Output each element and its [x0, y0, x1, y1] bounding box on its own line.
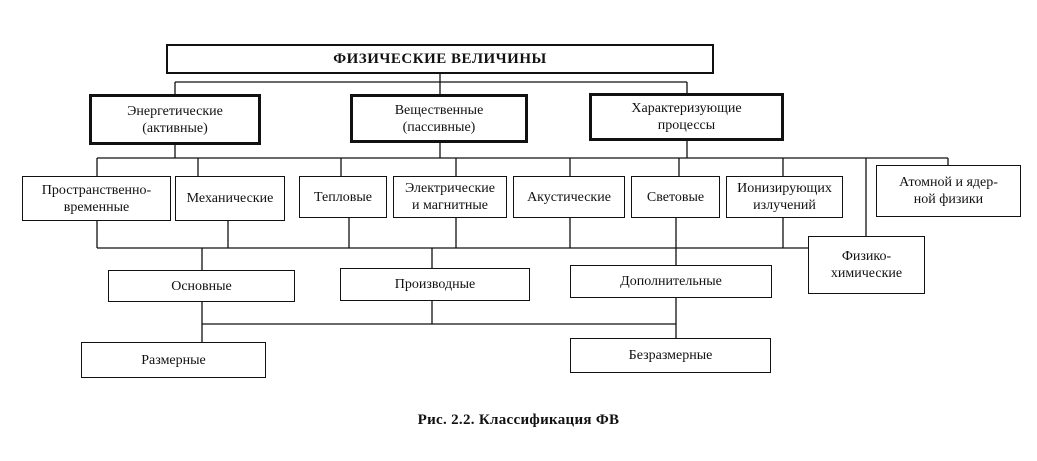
label-spatial-temporal: Пространственно- временные [41, 182, 152, 215]
label-light: Световые [646, 189, 705, 205]
box-ionizing: Ионизирующих излучений [726, 176, 843, 218]
label-energetic: Энергетические (активные) [127, 103, 223, 136]
label-additional: Дополнительные [620, 274, 722, 289]
box-derived: Производные [340, 268, 530, 301]
root-label: ФИЗИЧЕСКИЕ ВЕЛИЧИНЫ [333, 50, 547, 67]
root-box-physical-quantities: ФИЗИЧЕСКИЕ ВЕЛИЧИНЫ [166, 44, 714, 74]
label-dimensionless: Безразмерные [628, 348, 713, 363]
label-processes: Характеризующие процессы [631, 101, 742, 133]
label-mechanical: Механические [186, 191, 274, 206]
label-thermal: Тепловые [314, 189, 372, 205]
box-physicochemical: Физико- химические [808, 236, 925, 294]
box-light: Световые [631, 176, 720, 218]
box-dimensional: Размерные [81, 342, 266, 378]
figure-caption: Рис. 2.2. Классификация ФВ [417, 412, 620, 428]
box-basic: Основные [108, 270, 295, 302]
box-thermal: Тепловые [299, 176, 387, 218]
box-atomic-nuclear: Атомной и ядер- ной физики [876, 165, 1021, 217]
box-spatial-temporal: Пространственно- временные [22, 176, 171, 221]
label-physicochemical: Физико- химические [830, 249, 903, 281]
box-acoustic: Акустические [513, 176, 625, 218]
box-substance: Вещественные (пассивные) [350, 94, 528, 143]
box-processes: Характеризующие процессы [589, 93, 784, 141]
label-acoustic: Акустические [527, 189, 611, 205]
box-dimensionless: Безразмерные [570, 338, 771, 373]
label-derived: Производные [394, 277, 476, 292]
label-substance: Вещественные (пассивные) [394, 102, 484, 135]
label-electric-magnetic: Электрические и магнитные [405, 181, 495, 213]
label-ionizing: Ионизирующих излучений [737, 181, 832, 213]
box-additional: Дополнительные [570, 265, 772, 298]
box-electric-magnetic: Электрические и магнитные [393, 176, 507, 218]
label-dimensional: Размерные [141, 352, 206, 368]
box-mechanical: Механические [175, 176, 285, 221]
label-basic: Основные [171, 278, 232, 294]
box-energetic: Энергетические (активные) [89, 94, 261, 145]
label-atomic-nuclear: Атомной и ядер- ной физики [899, 175, 998, 207]
